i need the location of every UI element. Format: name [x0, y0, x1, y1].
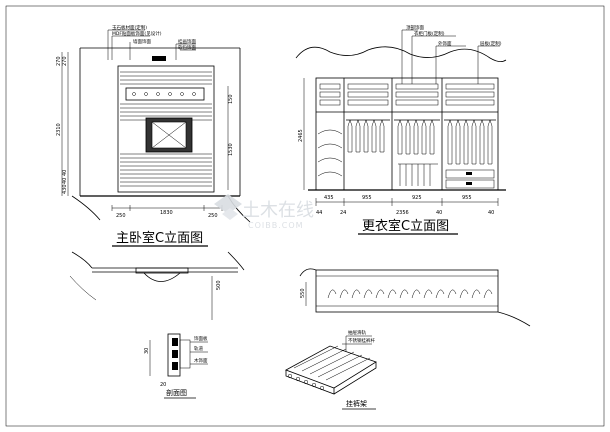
note-bedroom-3: 墙面饰面	[133, 38, 151, 45]
dim-top-b: 270	[62, 56, 68, 66]
dim-top-a: 270	[56, 56, 62, 66]
dim-closet-low-c: 40	[436, 210, 442, 216]
dim-closet-seg3: 925	[412, 195, 422, 201]
note-section-3: 木饰面	[194, 357, 208, 364]
bedroom-plan: 500	[69, 251, 245, 320]
dim-low-b: 40	[62, 178, 68, 184]
sheet-border	[5, 5, 605, 427]
dim-base-b: 1830	[160, 210, 173, 216]
note-bedroom-5: 软包饰面	[178, 44, 196, 51]
dim-section-h1: 30	[144, 348, 150, 354]
section-detail: 30 20 饰面板 轨道 木饰面 剖面图	[144, 333, 208, 399]
dim-section-h2: 20	[160, 382, 166, 388]
dim-closet-height: 2465	[298, 129, 304, 142]
dim-closet-total: 2356	[396, 210, 409, 216]
bedroom-elevation: 250 1830 250 270 270 2310 40 40 430 150 …	[56, 24, 251, 247]
note-closet-4: 层板(定制)	[480, 40, 502, 47]
dim-closet-seg2: 955	[362, 195, 372, 201]
watermark: 土木在线 COIBB.COM	[214, 194, 314, 230]
dim-rack-depth: 550	[300, 288, 306, 298]
light-box	[125, 87, 205, 101]
dim-base-a: 250	[116, 213, 126, 219]
rack-frame	[315, 269, 499, 313]
note-closet-1: 顶部饰面	[406, 24, 424, 31]
dim-plan-depth: 500	[216, 280, 222, 290]
dim-low-c: 430	[62, 184, 68, 194]
hanging-clothes	[347, 119, 493, 165]
dim-closet-low-d: 40	[488, 210, 494, 216]
title-rack: 挂裤架	[346, 399, 367, 408]
dim-height: 2310	[56, 123, 62, 136]
dim-closet-low-b: 24	[340, 210, 346, 216]
note-bedroom-2: MDF贴面板饰面(见设计)	[112, 30, 162, 37]
wall-lamp	[152, 56, 166, 61]
note-closet-3: 外饰面	[438, 40, 452, 47]
note-bedroom-1: 玉石板材面(定制)	[112, 24, 147, 31]
note-closet-2: 衣柜门板(定制)	[414, 30, 445, 37]
note-bedroom-4: 挂画饰面	[178, 38, 196, 45]
title-closet: 更衣室C立面图	[362, 218, 449, 234]
dim-closet-seg4: 955	[462, 195, 472, 201]
note-rack-2: 不锈钢挂裤杆	[348, 337, 375, 344]
dim-base-c: 250	[208, 213, 218, 219]
dim-closet-low-a: 44	[316, 210, 322, 216]
note-rack-1: 抽屉滑轨	[348, 329, 366, 336]
headboard-slats	[120, 71, 212, 187]
watermark-cn: 土木在线	[242, 200, 314, 221]
rack-isometric	[285, 345, 377, 395]
headboard-panel	[117, 65, 215, 193]
watermark-en: COIBB.COM	[248, 221, 304, 230]
pants-rack: 550 抽屉滑轨 不锈钢挂裤杆 挂裤架	[285, 268, 531, 410]
dim-side-b: 1530	[228, 143, 234, 156]
title-bedroom: 主卧室C立面图	[116, 230, 203, 246]
closet-elevation: 435 955 925 955 44 24 2356 40 40 2465 顶部…	[295, 24, 507, 235]
note-section-2: 轨道	[194, 345, 203, 352]
dim-side-a: 150	[228, 94, 234, 104]
dim-closet-seg1: 435	[324, 195, 334, 201]
title-section: 剖面图	[166, 388, 187, 397]
note-section-1: 饰面板	[194, 335, 208, 342]
dim-low-a: 40	[62, 170, 68, 176]
